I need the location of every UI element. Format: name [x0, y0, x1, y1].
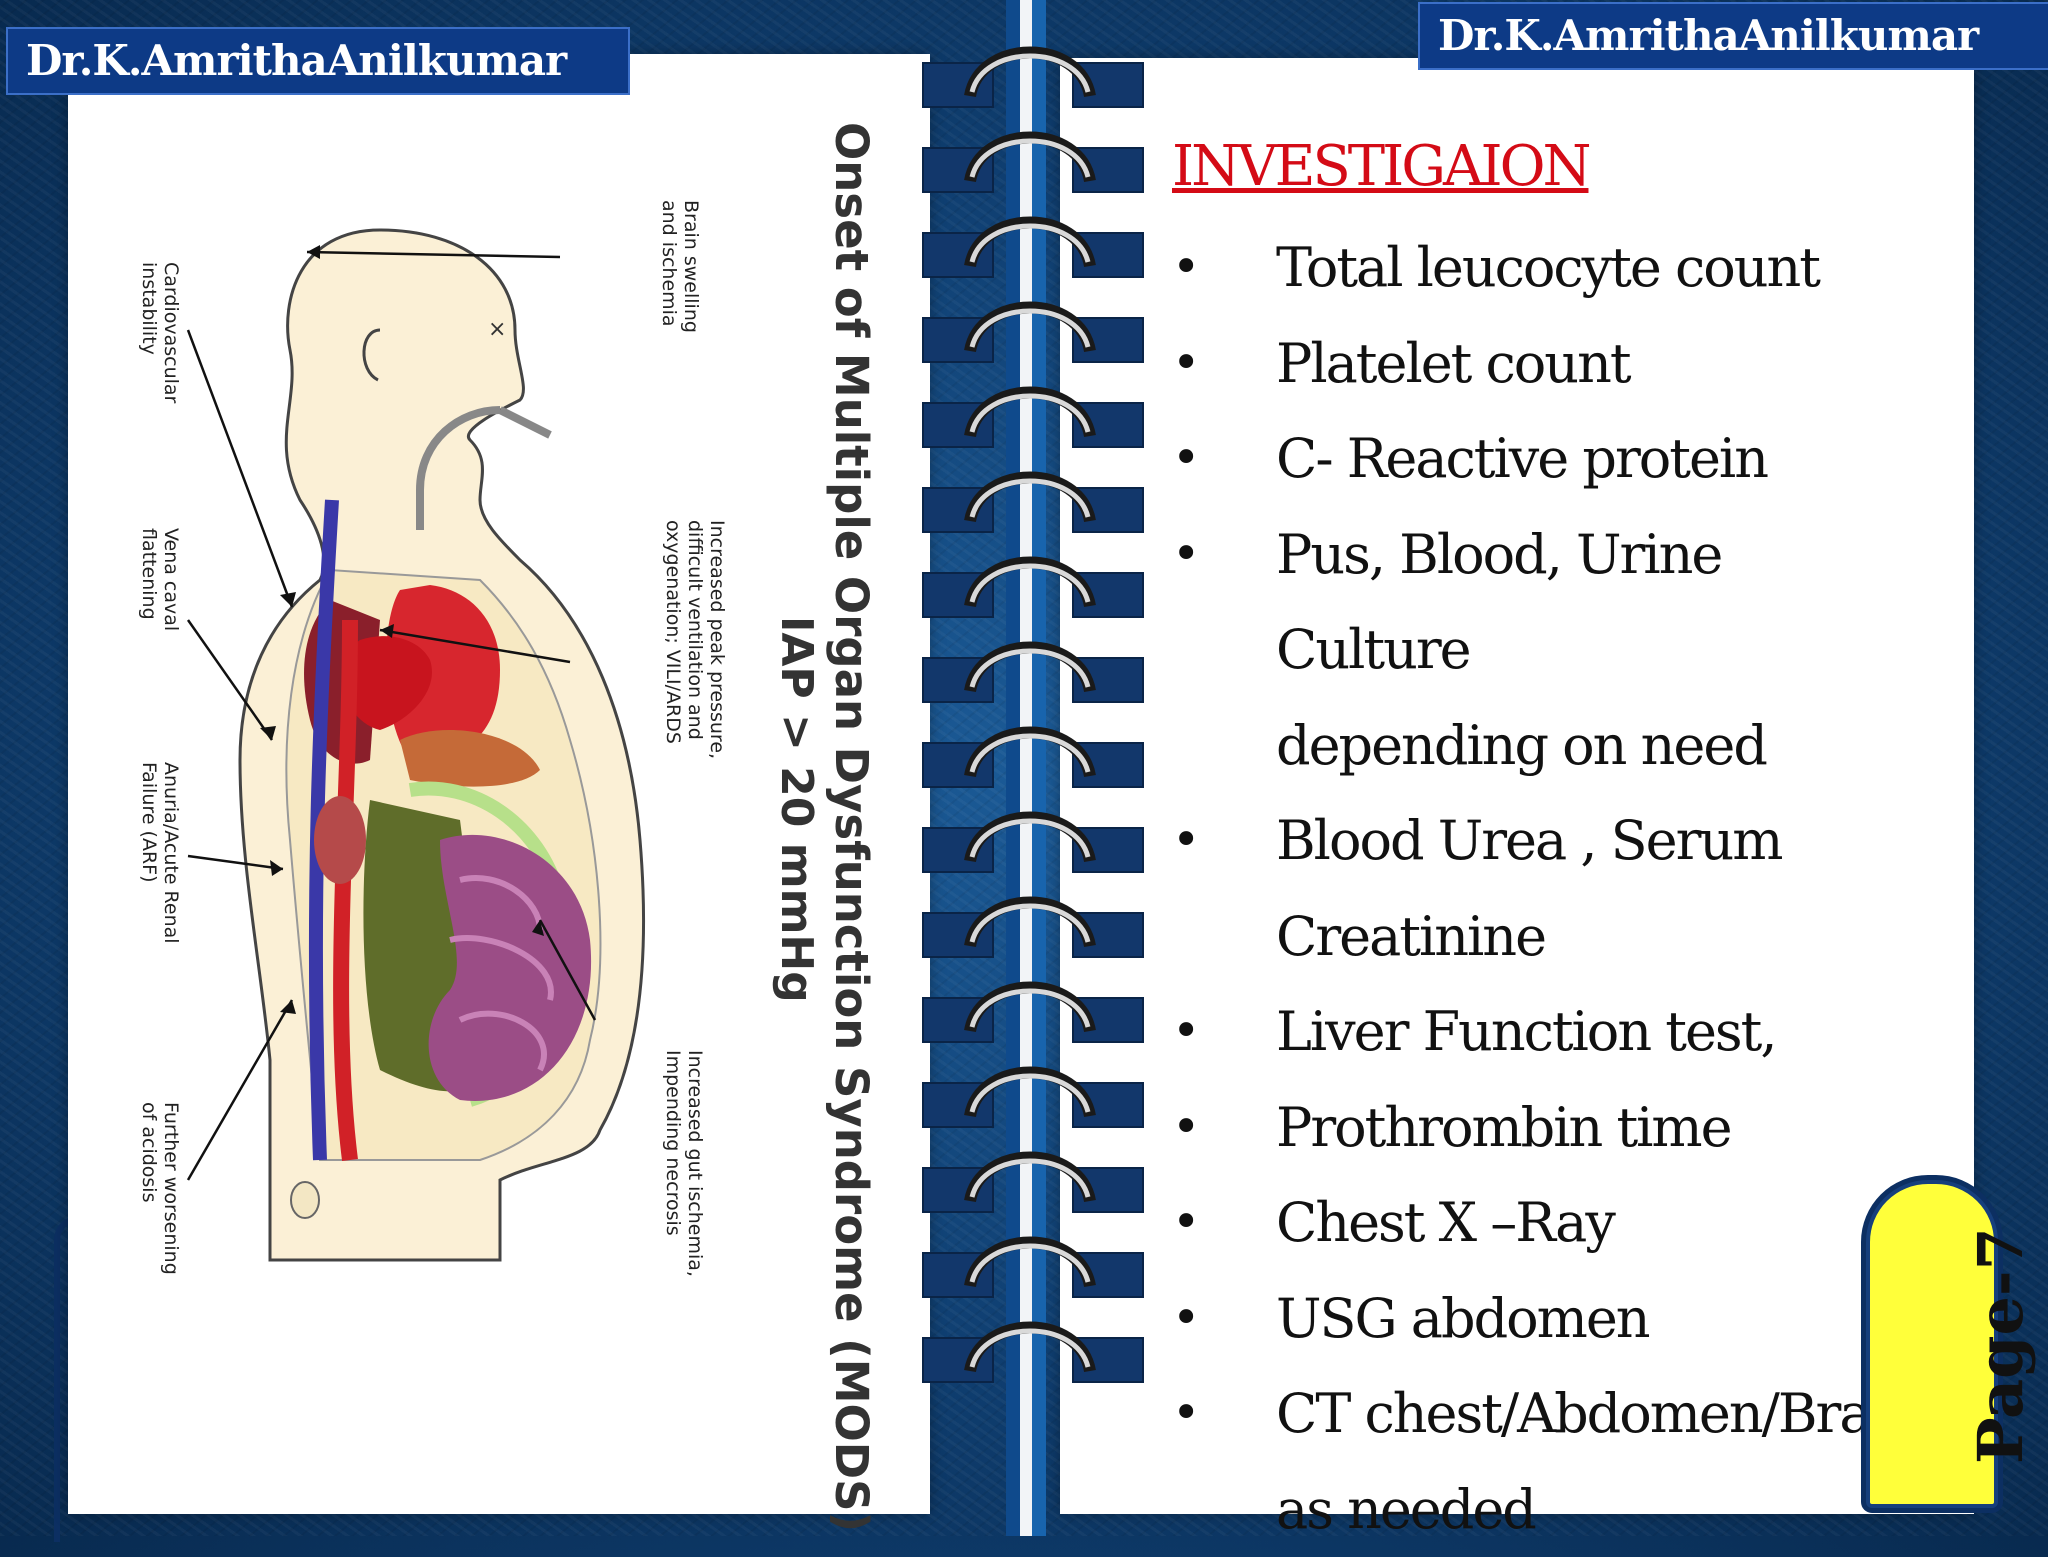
bullet-icon: •	[1172, 411, 1198, 507]
spiral-ring	[920, 358, 1140, 448]
investigation-item-continuation: depending on need	[1276, 698, 1922, 794]
body-illustration: ×	[120, 200, 720, 1310]
spiral-ring	[920, 1293, 1140, 1383]
investigation-item: • CT chest/Abdomen/Brain as needed	[1172, 1366, 1922, 1557]
bullet-icon: •	[1172, 1271, 1198, 1367]
investigation-item-text: Pus, Blood, Urine Culture	[1276, 523, 1721, 682]
author-banner-right: Dr.K.AmrithaAnilkumar	[1418, 2, 2048, 70]
investigation-list: • Total leucocyte count • Platelet count • C-…	[1172, 220, 1922, 1557]
investigation-item-text: C- Reactive protein	[1276, 427, 1767, 490]
page-number-label: Page-7	[1964, 1227, 2037, 1464]
spiral-ring	[920, 613, 1140, 703]
spiral-ring	[920, 443, 1140, 533]
spiral-ring	[920, 1038, 1140, 1128]
label-cardiovascular: Cardiovascular instability	[138, 262, 182, 403]
label-peak-pressure: Increased peak pressure, difficult venti…	[662, 520, 728, 759]
spiral-ring	[920, 783, 1140, 873]
spiral-ring	[920, 18, 1140, 108]
spiral-ring	[920, 868, 1140, 958]
investigation-item-text: Blood Urea , Serum	[1276, 809, 1781, 872]
spiral-ring	[920, 273, 1140, 363]
bullet-icon: •	[1172, 1366, 1198, 1462]
bullet-icon: •	[1172, 316, 1198, 412]
investigation-item-text: Total leucocyte count	[1276, 236, 1819, 299]
bullet-icon: •	[1172, 1175, 1198, 1271]
investigation-item: • Chest X –Ray	[1172, 1175, 1922, 1271]
investigation-item: • Prothrombin time	[1172, 1080, 1922, 1176]
investigation-item-text: Chest X –Ray	[1276, 1191, 1614, 1254]
spiral-ring	[920, 1208, 1140, 1298]
investigation-item: • Pus, Blood, Urine Culture depending on n…	[1172, 507, 1922, 794]
author-banner-left: Dr.K.AmrithaAnilkumar	[6, 27, 630, 95]
investigation-item: • C- Reactive protein	[1172, 411, 1922, 507]
page-number-badge: Page-7	[1866, 1180, 1998, 1508]
investigation-item-text: CT chest/Abdomen/Brain	[1276, 1382, 1918, 1445]
bullet-icon: •	[1172, 220, 1198, 316]
bullet-icon: •	[1172, 1080, 1198, 1176]
investigation-heading: INVESTIGAION	[1172, 134, 1588, 199]
investigation-item: • USG abdomen	[1172, 1271, 1922, 1367]
investigation-item: • Total leucocyte count	[1172, 220, 1922, 316]
spiral-ring	[920, 528, 1140, 618]
diagram-title: Onset of Multiple Organ Dysfunction Synd…	[825, 122, 878, 1532]
investigation-item: • Liver Function test,	[1172, 984, 1922, 1080]
label-acidosis: Further worsening of acidosis	[138, 1102, 182, 1275]
investigation-item-text: Liver Function test,	[1276, 1000, 1776, 1063]
label-gut-ischemia: Increased gut ischemia, Impending necros…	[662, 1050, 706, 1277]
investigation-item-text: Prothrombin time	[1276, 1096, 1731, 1159]
mods-body-diagram: ×	[120, 200, 720, 1310]
investigation-item: • Platelet count	[1172, 316, 1922, 412]
diagram-subtitle: IAP > 20 mmHg	[771, 616, 822, 1003]
spiral-ring	[920, 103, 1140, 193]
bullet-icon: •	[1172, 507, 1198, 603]
label-brain-swelling: Brain swelling and ischemia	[658, 200, 702, 333]
label-renal-failure: Anuria/Acute Renal Failure (ARF)	[138, 762, 182, 944]
spiral-ring	[920, 953, 1140, 1043]
investigation-item-continuation: as needed	[1276, 1462, 1922, 1557]
label-vena-caval: Vena caval flattening	[138, 528, 182, 631]
spiral-ring	[920, 698, 1140, 788]
bullet-icon: •	[1172, 793, 1198, 889]
investigation-item-text: USG abdomen	[1276, 1287, 1649, 1350]
investigation-item-text: Platelet count	[1276, 332, 1630, 395]
svg-text:×: ×	[488, 317, 506, 342]
bullet-icon: •	[1172, 984, 1198, 1080]
investigation-item-continuation: Creatinine	[1276, 889, 1922, 985]
spiral-ring	[920, 1123, 1140, 1213]
spiral-ring	[920, 188, 1140, 278]
